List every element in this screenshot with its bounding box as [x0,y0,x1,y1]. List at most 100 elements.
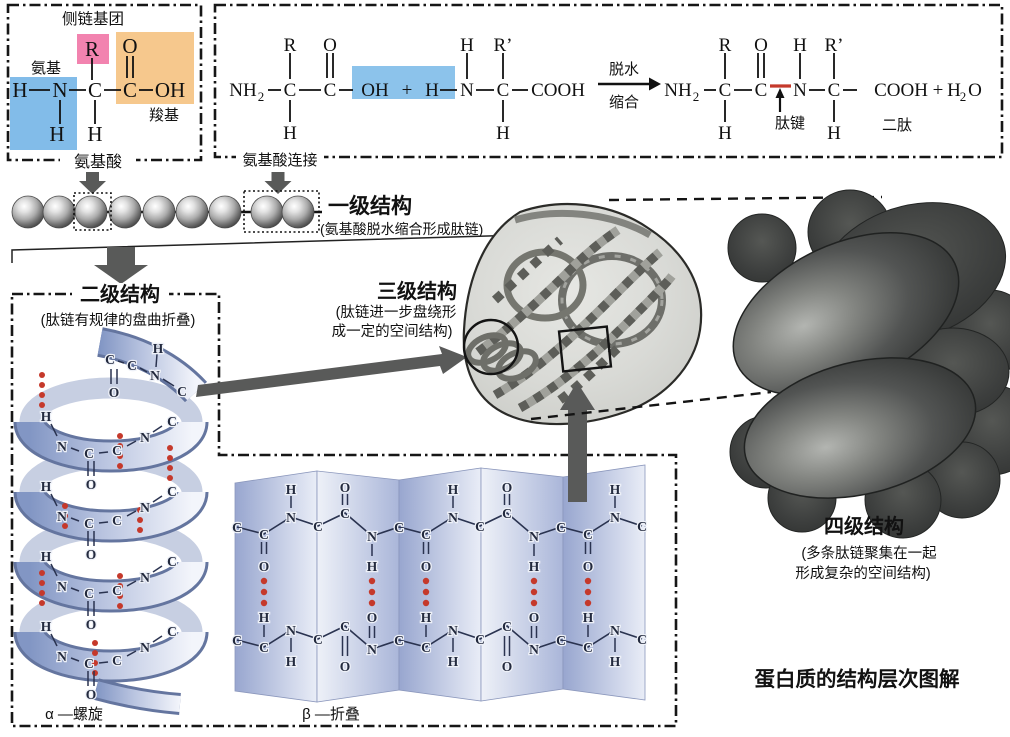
atom-label: H [87,122,102,146]
atom-label: N [610,623,620,638]
tertiary-ribbons [465,209,676,412]
amino-acid-beads [11,195,315,229]
atom-label: C [421,527,431,542]
bead [11,195,45,229]
atom-label: C [637,632,647,647]
atom-label: C [232,633,242,648]
product-atoms: NH 2 C C N C COOH + H 2 O R O H R’ H H [664,35,982,144]
atom-label: O [529,610,540,625]
h-bond-dots [62,503,68,529]
tertiary-structure: 三级结构 (肽链进一步盘绕形 成一定的空间结构) [196,195,883,502]
atom-label: N [52,78,67,102]
helix-hydrogen-bonds [39,372,173,676]
reaction-arrow: 脱水 缩合 [598,61,661,111]
condense-label: 缩合 [609,94,639,111]
h-bond-dots [39,570,45,606]
right-arrow-icon [196,346,467,397]
atom-label: C [112,653,122,668]
big-down-arrow-icon [94,247,148,284]
dipeptide-label: 二肽 [882,117,912,134]
atom-label: O [502,480,513,495]
atom-label: OH [155,78,185,102]
carboxyl-highlight [116,32,194,104]
arrowhead-icon [775,88,785,98]
atom-label: N [140,640,150,655]
atom-label: O [340,480,351,495]
atom-label: C [112,443,122,458]
atom-label: H [793,35,807,56]
side-chain-label: 侧链基团 [62,10,124,28]
quaternary-structure: 四级结构 (多条肽链聚集在一起 形成复杂的空间结构) [727,189,1010,582]
sheet-region-square-annotation [557,325,613,373]
atom-label: H [41,619,52,634]
sheet-top-chain: C C N C C N C C N C C N C C N C O H O H … [231,479,648,576]
atom-label: O [968,80,982,101]
atom-label: H [283,123,297,144]
h-bond-dots [117,433,123,469]
amino-acid-box: 侧链基团 氨基 羧基 H N C C OH R O H H 氨基酸 [6,3,203,171]
atom-label: R’ [494,35,513,56]
helix-band-atoms: H N C C N C O [39,618,178,704]
atom-label: C [84,516,94,531]
atom-label: OH [361,80,389,101]
atom-label: C [475,632,485,647]
amino-label: 氨基 [31,60,61,77]
primary-title: 一级结构 [328,194,412,218]
h-bond-dots [584,577,592,607]
atom-label: H [421,610,432,625]
atom-label: C [313,632,323,647]
tertiary-desc-1: (肽链进一步盘绕形 [336,303,457,321]
atom-label: C [112,513,122,528]
atom-label: H [448,654,459,669]
atom-label: C [583,527,593,542]
atom-label: O [86,687,97,702]
atom-label: H [460,35,474,56]
reactant-atoms: NH 2 C C OH + H N C COOH R O H R’ H H [229,35,585,144]
atom-label: O [86,547,97,562]
atom-label: C [421,640,431,655]
bead [142,195,176,229]
atom-label: O [86,617,97,632]
atom-label: N [448,510,458,525]
atom-label: C [556,520,566,535]
sheet-panels [234,464,646,703]
atom-label: C [167,554,177,569]
subunit-front-bottom [743,357,977,499]
atom-label: N [529,642,539,657]
atom-label: N [367,642,377,657]
atom-label: C [259,640,269,655]
helix-band-atoms: H N C C N C O [39,478,178,564]
caption-bg [236,150,324,168]
atom-label: C [259,527,269,542]
atom-label: N [140,430,150,445]
sheet-panel [480,467,564,702]
atom-label: N [150,368,160,383]
atom-label: N [793,80,807,101]
atom-label: C [583,640,593,655]
beta-sheet-label: β —折叠 [302,706,360,723]
atom-label: R [85,37,99,61]
h-bond-dots [167,445,173,481]
title-bg [72,283,169,305]
alpha-helix-label: α —螺旋 [45,706,103,723]
atom-label: O [583,559,594,574]
atom-label: R [284,35,297,56]
atom-label: 2 [960,89,967,104]
secondary-structure: 二级结构 (肽链有规律的盘曲折叠) [10,282,678,728]
atom-label: H [529,559,540,574]
bracket-connector [11,234,524,263]
helix-top-band-atoms: C C N H C O [104,340,188,402]
tertiary-title: 三级结构 [377,279,457,303]
atom-label: N [610,510,620,525]
atom-label: C [84,446,94,461]
atom-label: N [57,509,67,524]
quaternary-desc-1: (多条肽链聚集在一起 [801,545,937,562]
atom-label: C [719,80,732,101]
atom-label: N [448,623,458,638]
bead [42,195,76,229]
atom-label: O [259,559,270,574]
carboxyl-label: 羧基 [149,106,179,124]
arrowhead-icon [649,77,661,91]
atom-label: H [947,80,961,101]
